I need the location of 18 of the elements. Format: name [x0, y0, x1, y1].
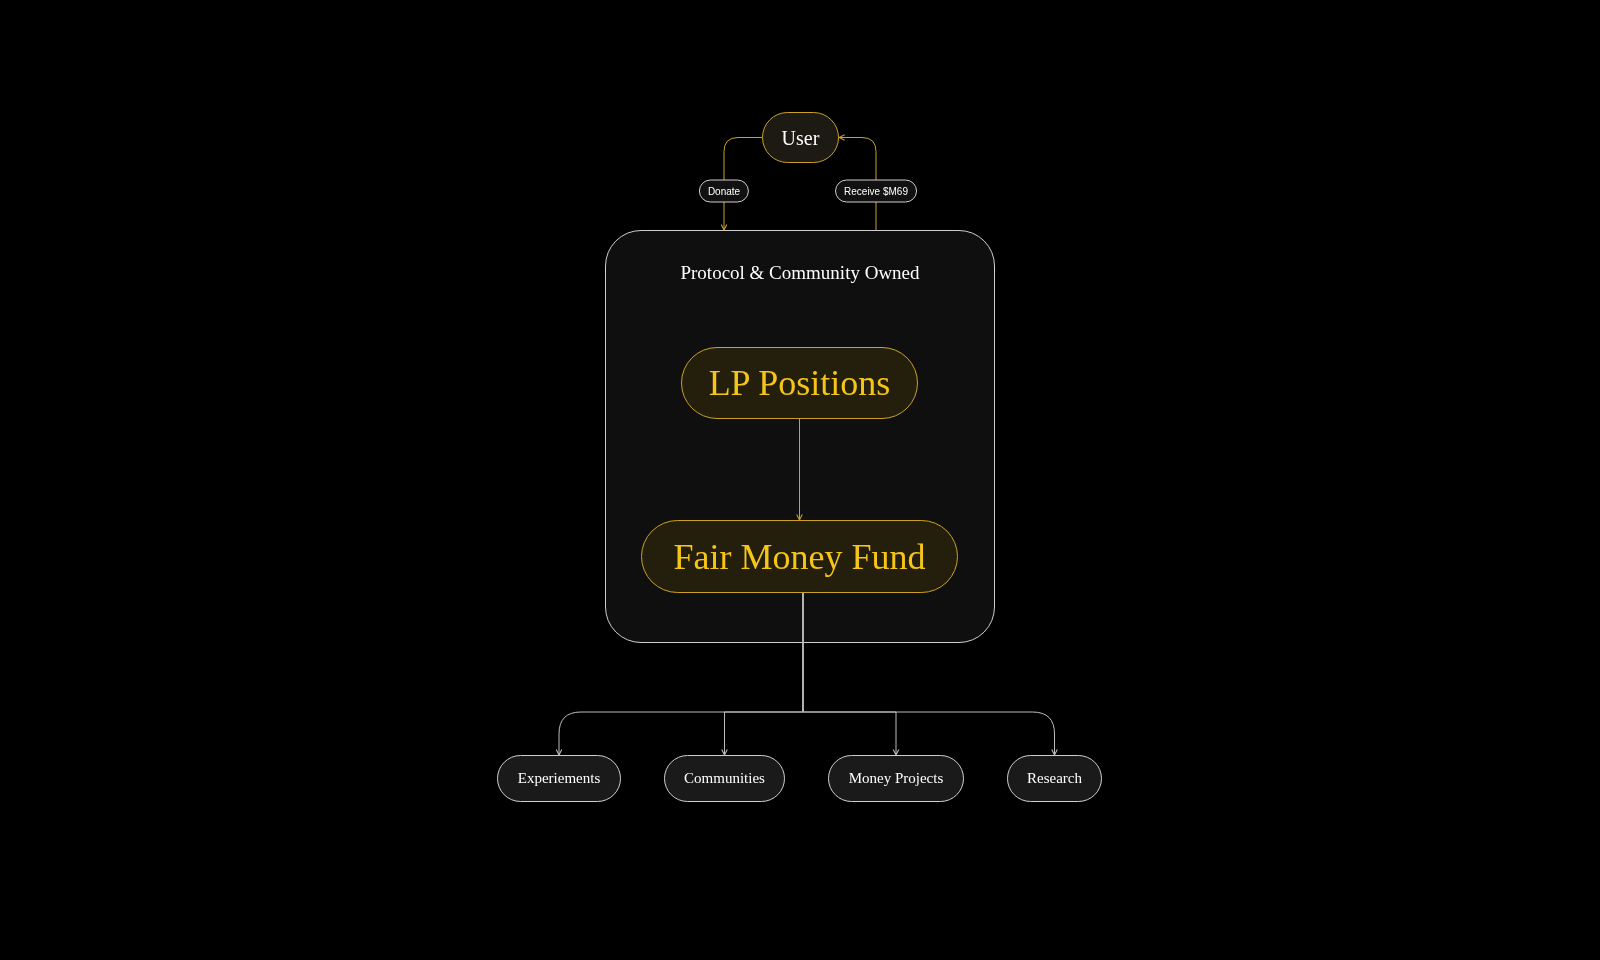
- node-label: Protocol & Community Owned: [680, 261, 920, 285]
- group-container: [605, 230, 995, 643]
- output-pill: [664, 755, 785, 802]
- arrow: [802, 592, 1058, 756]
- node-label: Communities: [684, 769, 765, 789]
- node-label: Fair Money Fund: [673, 535, 926, 579]
- output-pill: [497, 755, 621, 802]
- node-label: Money Projects: [848, 769, 944, 789]
- node-label: Experiements: [517, 769, 601, 789]
- node-label: Research: [1027, 769, 1082, 789]
- edge-label: Receive $M69: [835, 179, 917, 203]
- node-label: User: [781, 125, 820, 151]
- arrow: [796, 418, 803, 521]
- output-pill: [1007, 755, 1102, 802]
- node-label: LP Positions: [708, 362, 891, 405]
- actor-pill: [762, 112, 839, 163]
- edge-label: Donate: [698, 179, 750, 203]
- output-pill: [828, 755, 964, 802]
